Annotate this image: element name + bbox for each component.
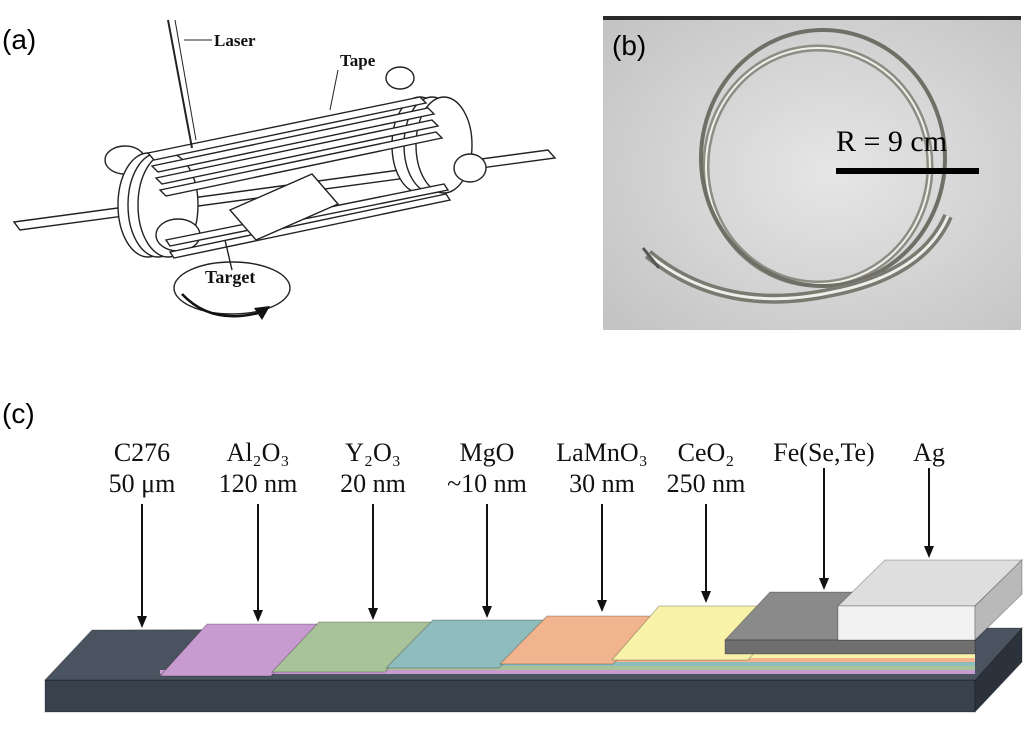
layer-material: MgO: [459, 438, 515, 467]
layer-material: Y₂O₃: [345, 438, 401, 467]
layer-label-7: Ag: [913, 437, 945, 468]
ag-side-face: [974, 558, 1023, 642]
scale-bar: [836, 168, 979, 174]
layer-material: Fe(Se,Te): [773, 438, 875, 467]
target-disk: [173, 261, 291, 315]
layer-material: Al₂O₃: [226, 438, 290, 467]
ag-front-face: [837, 605, 976, 641]
laser-beam: [167, 19, 193, 149]
layer-thickness: ~10 nm: [447, 469, 527, 498]
scale-label: R = 9 cm: [836, 125, 948, 158]
panel-label-b: (b): [612, 30, 647, 61]
arrow-head-0: [137, 616, 147, 628]
layer-material: Ag: [913, 438, 945, 467]
substrate-front-face: [44, 679, 976, 713]
arrow-head-7: [924, 546, 934, 558]
tape-label: Tape: [340, 51, 376, 70]
arrow-head-1: [253, 610, 263, 622]
arrow-head-6: [819, 578, 829, 590]
layer-thickness: 20 nm: [340, 469, 406, 498]
rotation-arrow: [181, 293, 263, 318]
panel-label-c: (c): [2, 398, 35, 429]
layer-label-6: Fe(Se,Te): [773, 437, 874, 468]
right-spool-hub: [385, 66, 415, 90]
arrow-head-5: [701, 591, 711, 603]
arrow-head-2: [368, 608, 378, 620]
panel-label-a: (a): [2, 24, 37, 55]
arrow-head-4: [597, 600, 607, 612]
layer-material: LaMnO₃: [556, 438, 648, 467]
target-label: Target: [205, 267, 255, 287]
fese-front-face: [724, 639, 976, 655]
laser-label: Laser: [214, 31, 256, 50]
layer-thickness: 30 nm: [569, 469, 635, 498]
tape-deposition-schematic: Laser Tape Target: [12, 19, 557, 320]
layer-material: C276: [113, 438, 171, 467]
deposition-zone: [228, 173, 340, 241]
layer-thickness: 250 nm: [666, 469, 746, 498]
layer-material: CeO₂: [677, 438, 735, 467]
layer-label-3: MgO~10 nm: [447, 437, 527, 499]
layer-thickness: 120 nm: [218, 469, 298, 498]
coiled-tape-photo: [603, 16, 1021, 330]
arrow-head-3: [482, 606, 492, 618]
layer-thickness: 50 μm: [108, 469, 176, 498]
